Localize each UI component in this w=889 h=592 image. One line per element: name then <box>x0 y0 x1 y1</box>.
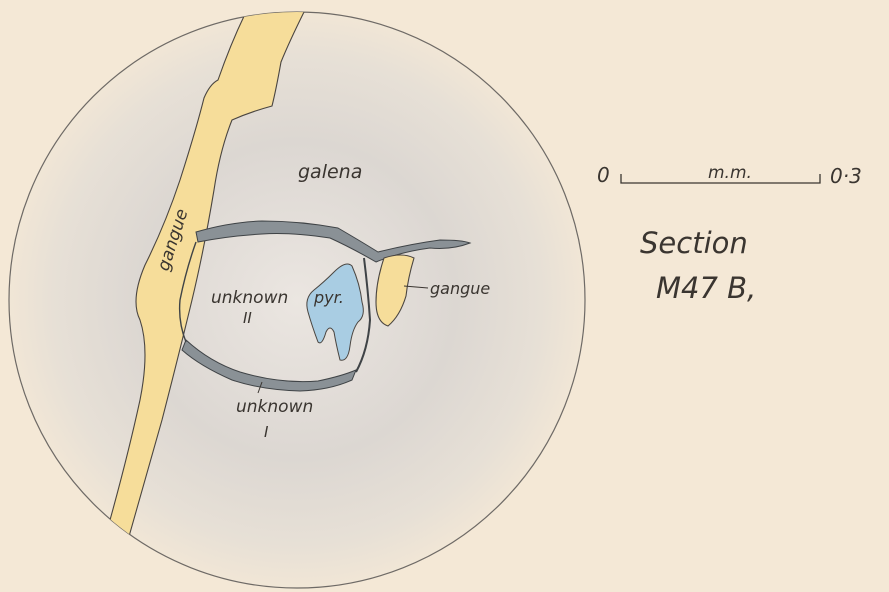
scale-bar-unit: m.m. <box>708 163 752 183</box>
scale-bar: 0 m.m. 0·3 <box>597 163 862 188</box>
section-number: M47 B, <box>656 271 756 305</box>
label-unknown-i: unknown <box>236 397 313 417</box>
label-gangue-grain: gangue <box>430 279 490 298</box>
section-title: Section <box>640 226 748 260</box>
label-galena: galena <box>298 161 362 183</box>
label-unknown-ii-numeral: II <box>243 309 252 327</box>
label-pyrite: pyr. <box>313 288 344 307</box>
scale-bar-start: 0 <box>597 163 610 187</box>
field-of-view-circle <box>9 12 585 588</box>
scale-bar-end: 0·3 <box>830 164 862 188</box>
label-unknown-ii: unknown <box>211 288 288 308</box>
label-unknown-i-numeral: I <box>264 423 269 441</box>
